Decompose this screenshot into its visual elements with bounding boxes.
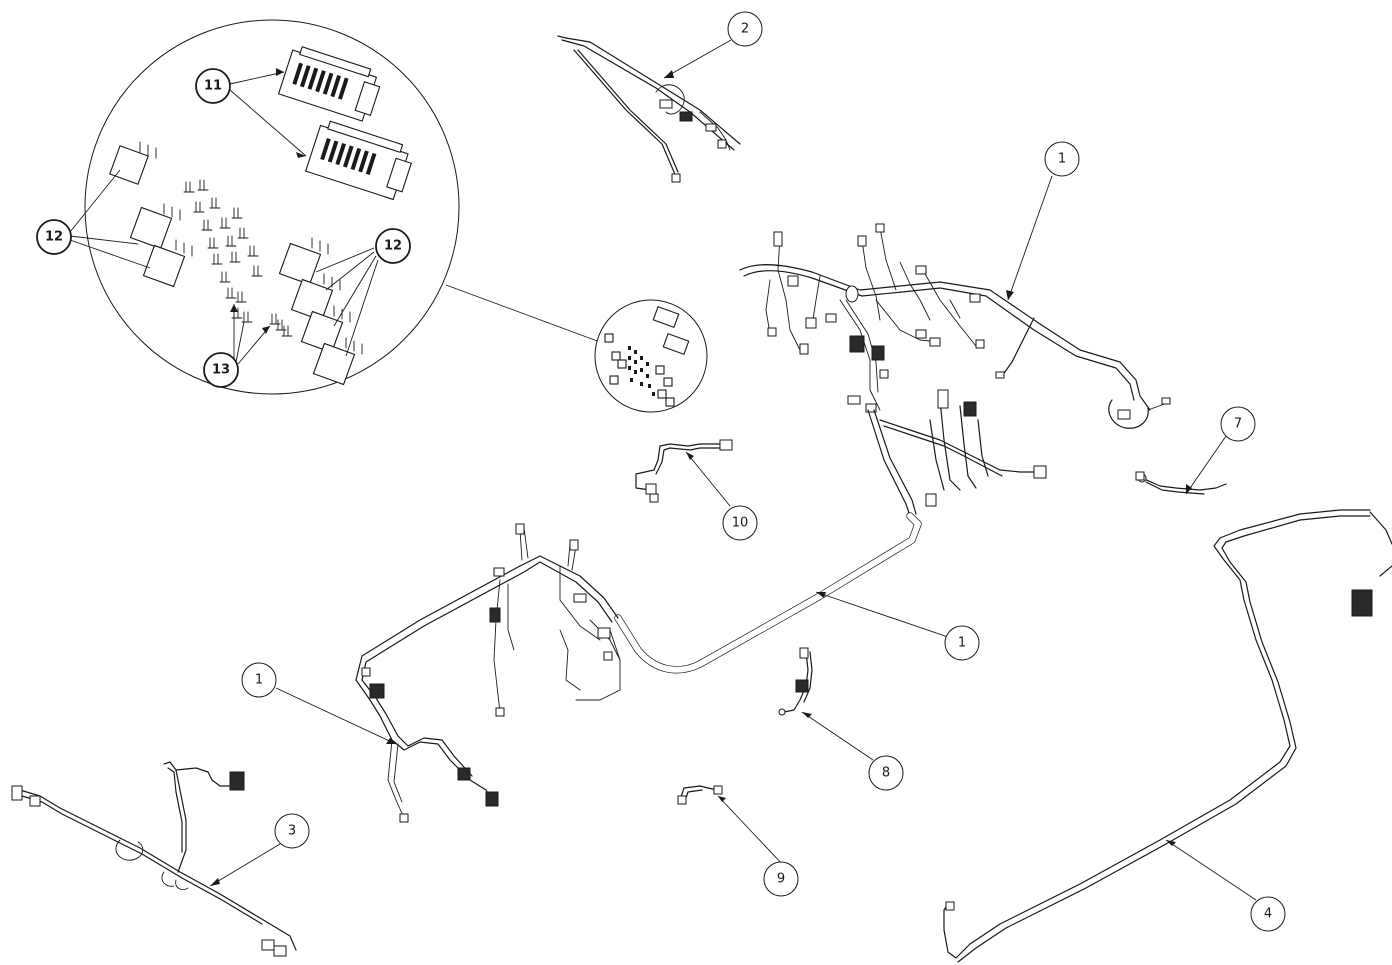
callout-leaders [209, 39, 1257, 901]
harness-9 [677, 785, 723, 805]
callout-1-top: 1 [1044, 141, 1080, 177]
callout-1-top-label: 1 [1058, 152, 1066, 167]
callout-4-label: 4 [1264, 907, 1272, 922]
callout-2-label: 2 [741, 22, 749, 37]
callout-13: 13 [203, 352, 239, 388]
callout-12-left-label: 12 [45, 230, 63, 245]
callout-4: 4 [1250, 896, 1286, 932]
detail-thumbnail [604, 305, 690, 407]
relay [300, 305, 351, 354]
detail-magnifier [69, 19, 708, 413]
harness-7 [1135, 471, 1227, 495]
relay [109, 141, 157, 185]
relay [129, 203, 181, 250]
callout-12-right-label: 12 [384, 239, 402, 254]
callout-arrowheads [210, 68, 1192, 886]
harness-2 [557, 35, 741, 183]
relays [109, 141, 363, 386]
callout-12-right: 12 [375, 228, 411, 264]
callout-13-label: 13 [212, 363, 230, 378]
callout-3: 3 [274, 813, 310, 849]
relay [142, 239, 193, 288]
harness-1-upper [739, 223, 1171, 517]
callout-8: 8 [868, 755, 904, 791]
callout-10: 10 [722, 505, 758, 541]
callout-8-label: 8 [882, 766, 890, 781]
relay [290, 273, 341, 322]
detail-leaders [69, 71, 379, 365]
callout-12-left: 12 [36, 219, 72, 255]
callout-10-label: 10 [732, 516, 749, 531]
harness-4 [943, 509, 1392, 963]
callout-9: 9 [763, 861, 799, 897]
fuses [183, 179, 293, 337]
callout-9-label: 9 [777, 872, 785, 887]
callout-7: 7 [1220, 406, 1256, 442]
callout-3-label: 3 [288, 824, 296, 839]
relay [312, 337, 363, 386]
fuse-box-upper [277, 46, 381, 122]
harness-8 [778, 647, 813, 716]
harness-10 [635, 439, 733, 503]
callout-1-middle: 1 [944, 625, 980, 661]
callout-7-label: 7 [1234, 417, 1242, 432]
fuse-box-lower [305, 120, 412, 201]
callout-1-middle-label: 1 [958, 636, 966, 651]
callout-11: 11 [195, 68, 231, 104]
harness-3 [11, 761, 297, 957]
callout-2: 2 [727, 11, 763, 47]
callout-1-left-label: 1 [255, 673, 263, 688]
relay [278, 237, 329, 286]
harness-1-lower [355, 512, 922, 823]
callout-1-left: 1 [241, 662, 277, 698]
callout-11-label: 11 [204, 79, 222, 94]
